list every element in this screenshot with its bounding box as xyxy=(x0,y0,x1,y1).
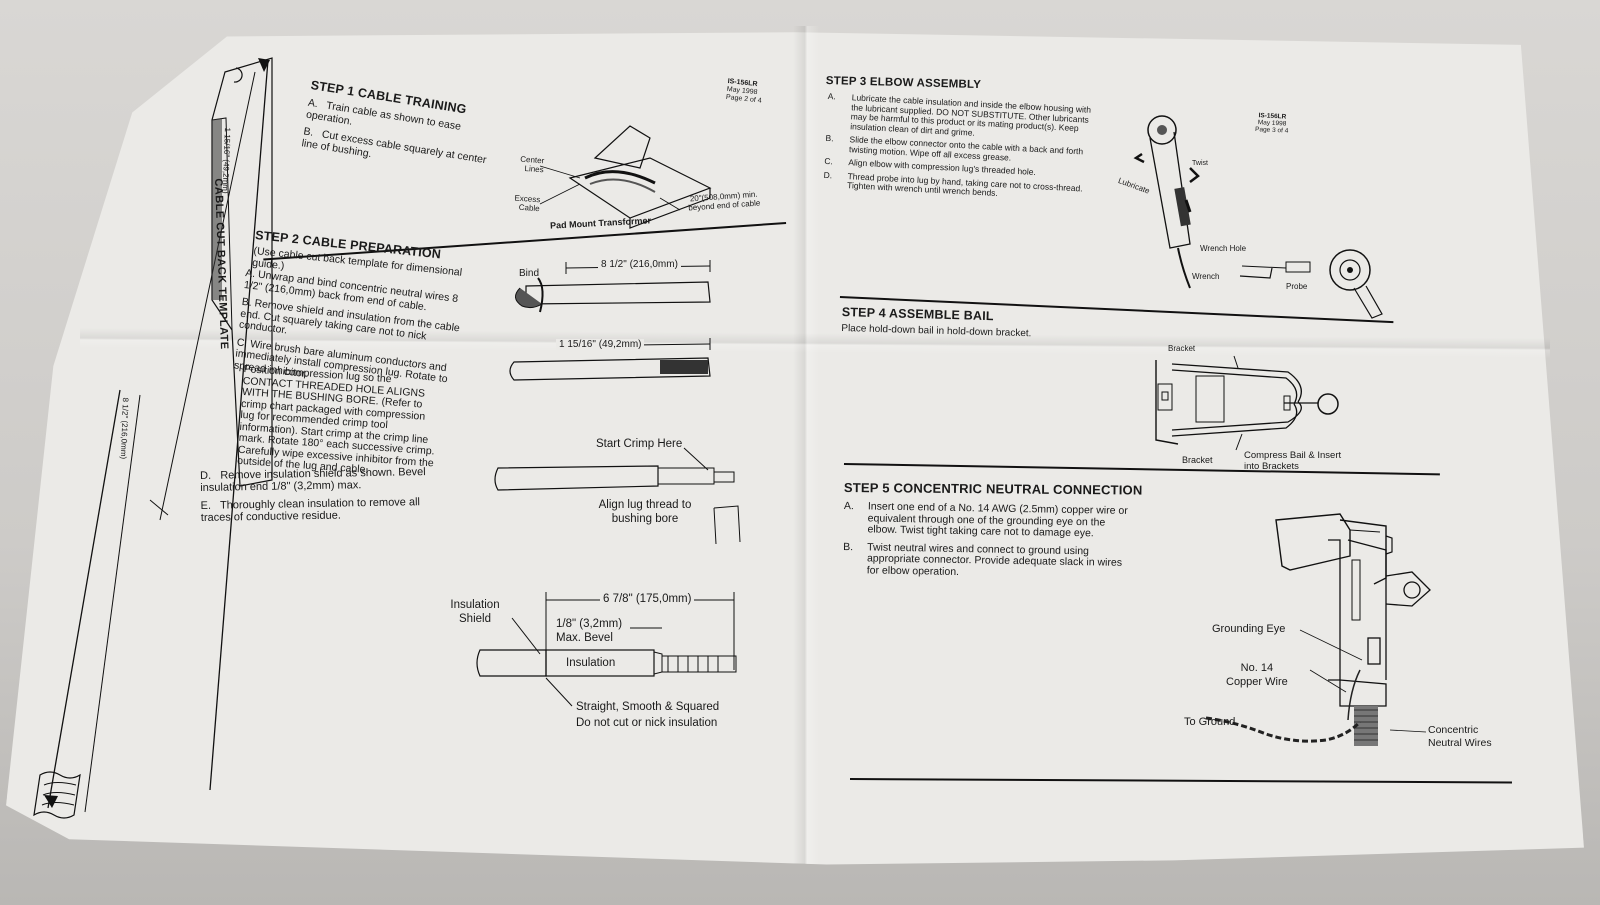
align-lug-text: Align lug thread to bushing bore xyxy=(598,499,692,525)
compress-text: Compress Bail & Insert into Brackets xyxy=(1244,450,1342,472)
insulation-text: Insulation xyxy=(566,657,616,669)
step5-title: STEP 5 CONCENTRIC NEUTRAL CONNECTION xyxy=(843,480,1143,498)
step4-block: STEP 4 ASSEMBLE BAIL Place hold-down bai… xyxy=(841,305,1032,340)
step2-item-c-detail-text: Position compression lug so the CONTACT … xyxy=(236,363,435,476)
doc-header-left: IS-156LR May 1998 Page 2 of 4 xyxy=(725,78,763,106)
center-lines-text: Center Lines xyxy=(519,154,545,175)
step2-label-dim1: 1 15/16" (49,2mm) xyxy=(556,339,645,350)
concentric-text: Concentric xyxy=(1428,724,1479,736)
step2-label-dim8: 8 1/2" (216,0mm) xyxy=(598,259,681,270)
step2-label-bind: Bind xyxy=(519,268,539,279)
step2-label-align-lug: Align lug thread to bushing bore xyxy=(590,498,700,526)
step3-label-wrench-hole: Wrench Hole xyxy=(1200,244,1246,253)
step1-label-excess-cable: Excess Cable xyxy=(503,193,540,213)
step3-item-c-letter: C. xyxy=(824,155,834,167)
dim8-text: 8 1/2" (216,0mm) xyxy=(601,259,678,270)
twist-text: Twist xyxy=(1192,160,1208,167)
step3-label-probe: Probe xyxy=(1286,282,1307,291)
step2-cable-drawings xyxy=(476,260,741,707)
step5-label-concentric: Concentric Neutral Wires xyxy=(1428,724,1492,750)
step2-label-bevel: 1/8" (3,2mm) Max. Bevel xyxy=(556,617,628,645)
step2-item-e: E. Thoroughly clean insulation to remove… xyxy=(201,496,431,524)
step3-label-twist: Twist xyxy=(1192,160,1208,167)
to-ground-text: To Ground xyxy=(1184,716,1236,728)
step5-item-b-text: Twist neutral wires and connect to groun… xyxy=(866,540,1123,578)
step2-label-straight: Straight, Smooth & Squared Do not cut or… xyxy=(576,699,719,731)
step4-label-bracket-top: Bracket xyxy=(1168,344,1195,353)
step2-item-e-letter: E. xyxy=(200,499,212,512)
neutral-wires-text: Neutral Wires xyxy=(1428,737,1492,749)
step5-item-b-letter: B. xyxy=(843,540,854,553)
step4-label-bracket-bottom: Bracket xyxy=(1182,455,1213,465)
vertical-fold xyxy=(793,26,819,864)
step5-item-b: B. Twist neutral wires and connect to gr… xyxy=(843,540,1134,581)
bracket-top-text: Bracket xyxy=(1168,344,1196,353)
step2-item-d-text: Remove insulation shield as shown. Bevel… xyxy=(200,466,426,494)
bevel-text: 1/8" (3,2mm) Max. Bevel xyxy=(556,618,623,644)
dim1-text: 1 15/16" (49,2mm) xyxy=(559,339,642,350)
step4-label-compress: Compress Bail & Insert into Brackets xyxy=(1244,450,1356,472)
bracket-bottom-text: Bracket xyxy=(1182,455,1213,465)
excess-cable-text: Excess Cable xyxy=(514,193,541,214)
do-not-cut-text: Do not cut or nick insulation xyxy=(576,717,718,729)
start-crimp-text: Start Crimp Here xyxy=(596,438,683,450)
step5-item-a-text: Insert one end of a No. 14 AWG (2.5mm) c… xyxy=(867,500,1128,540)
step2-label-insulation: Insulation xyxy=(566,657,615,669)
straight-text: Straight, Smooth & Squared xyxy=(576,701,720,713)
step3-label-wrench: Wrench xyxy=(1192,272,1219,281)
bind-text: Bind xyxy=(519,268,540,279)
step2-item-d: D. Remove insulation shield as shown. Be… xyxy=(200,466,430,494)
step2-item-d-letter: D. xyxy=(200,469,212,482)
wrench-text: Wrench xyxy=(1192,272,1220,281)
step2-item-c-detail: Position compression lug so the CONTACT … xyxy=(236,363,444,481)
step2-label-dim6: 6 7/8" (175,0mm) xyxy=(600,593,695,605)
template-dim-full: 8 1/2" (216,0mm) xyxy=(116,397,136,459)
step3-item-a-letter: A. xyxy=(827,91,837,102)
elbow-grounding-drawing xyxy=(1205,513,1431,746)
step5-block: STEP 5 CONCENTRIC NEUTRAL CONNECTION xyxy=(844,480,1143,498)
probe-text: Probe xyxy=(1286,282,1308,291)
elbow-assembly-drawing xyxy=(1133,115,1383,319)
template-dim-full-text: 8 1/2" (216,0mm) xyxy=(118,397,131,460)
grounding-eye-text: Grounding Eye xyxy=(1212,623,1286,635)
step2-label-start-crimp: Start Crimp Here xyxy=(596,438,682,450)
template-title-text: CABLE CUT BACK TEMPLATE xyxy=(212,178,230,350)
pad-mount-transformer-drawing xyxy=(539,125,712,229)
template-dim-part: 1 15/16" (49,2mm) xyxy=(218,127,238,194)
cable-template-drawing xyxy=(33,57,273,819)
step3-item-d-letter: D. xyxy=(823,169,833,180)
step2-item-e-text: Thoroughly clean insulation to remove al… xyxy=(200,496,421,524)
wrench-hole-text: Wrench Hole xyxy=(1200,244,1247,253)
step2-items-de: D. Remove insulation shield as shown. Be… xyxy=(200,466,431,524)
step2-label-insulation-shield: Insulation Shield xyxy=(440,598,510,626)
step3-item-b-letter: B. xyxy=(825,132,834,144)
step5-item-a: A. Insert one end of a No. 14 AWG (2.5mm… xyxy=(843,500,1134,541)
step5-label-grounding-eye: Grounding Eye xyxy=(1212,623,1285,635)
step5-item-a-letter: A. xyxy=(843,500,854,513)
instruction-sheet xyxy=(6,32,1584,865)
no14-text: No. 14 xyxy=(1240,662,1274,674)
step1-label-center-lines: Center Lines xyxy=(505,154,545,175)
step5-items: A. Insert one end of a No. 14 AWG (2.5mm… xyxy=(843,500,1134,581)
insulation-shield-text: Insulation Shield xyxy=(450,599,500,625)
template-dim-part-text: 1 15/16" (49,2mm) xyxy=(220,127,233,194)
dim6-text: 6 7/8" (175,0mm) xyxy=(603,593,692,605)
bail-bracket-drawing xyxy=(1155,355,1339,451)
step3-items: A. Lubricate the cable insulation and in… xyxy=(823,91,1094,203)
copper-wire-text: Copper Wire xyxy=(1226,676,1288,688)
step5-label-to-ground: To Ground xyxy=(1184,716,1235,728)
step5-label-copper-wire: No. 14 Copper Wire xyxy=(1226,661,1288,689)
